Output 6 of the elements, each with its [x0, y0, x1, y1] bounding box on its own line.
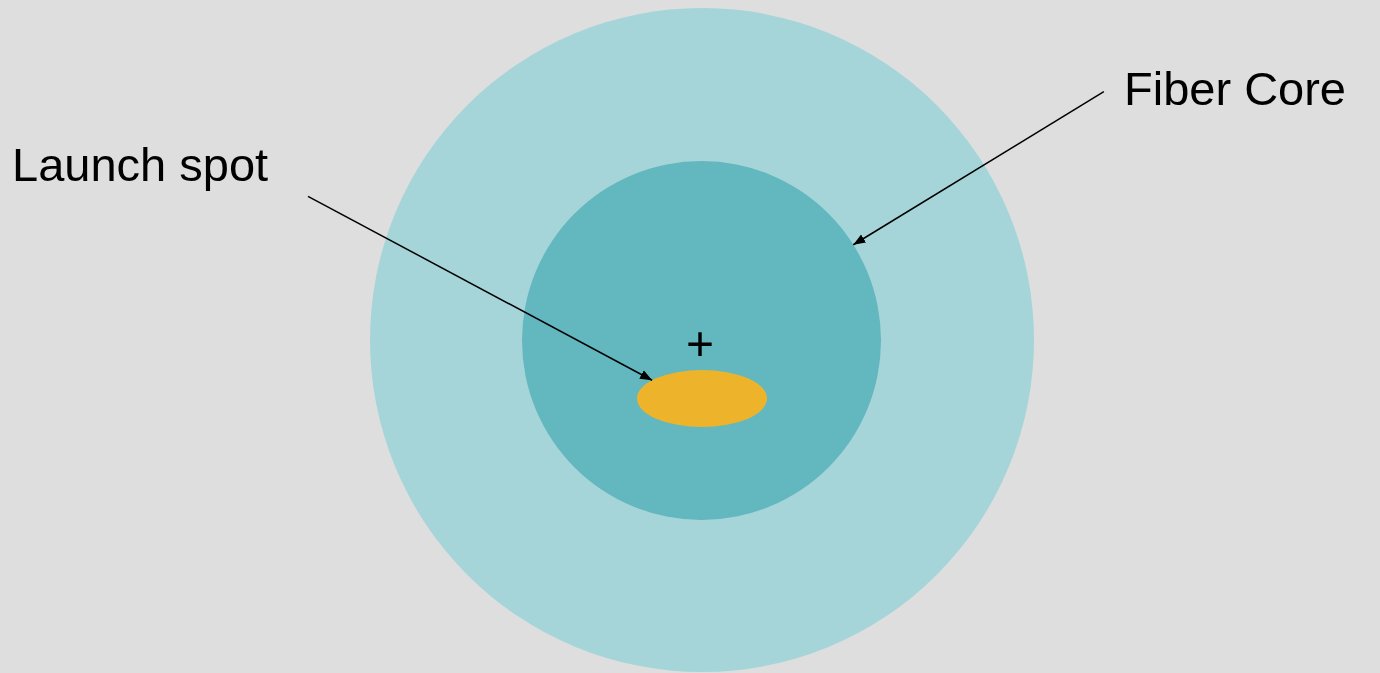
- center-mark: +: [686, 320, 715, 368]
- leader-line: [307, 195, 653, 381]
- callout-label: Fiber Core: [1124, 62, 1376, 116]
- ellipse-shape: [637, 370, 767, 427]
- leader-line: [852, 90, 1105, 246]
- callout-label: Launch spot: [12, 138, 308, 192]
